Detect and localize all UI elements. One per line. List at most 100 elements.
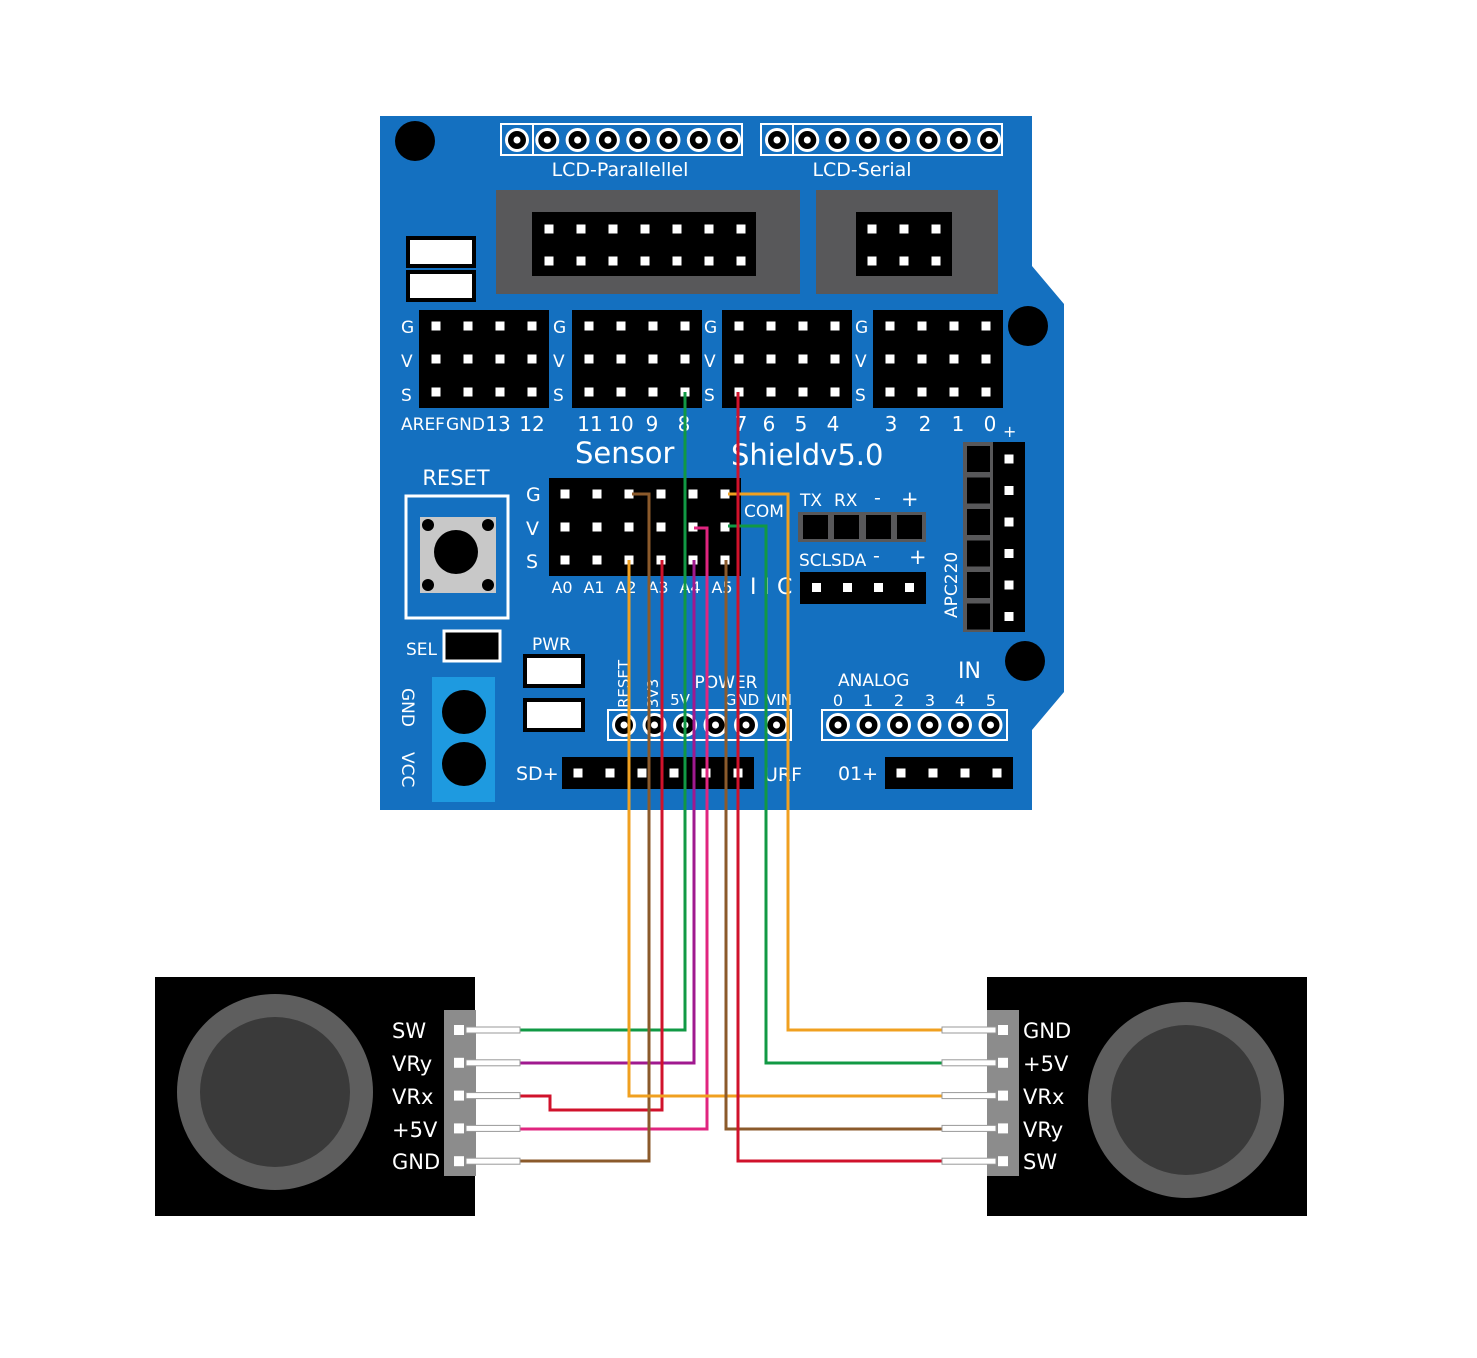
header-pin-hole xyxy=(894,136,902,144)
pin-pad xyxy=(1004,580,1014,590)
row-label-s: S xyxy=(526,551,538,573)
pin-pad xyxy=(616,354,626,364)
digital-pin-labels: AREF GND 13 12 11 10 9 8 7 6 5 4 3 2 1 0 xyxy=(401,412,996,436)
reset-label: RESET xyxy=(422,466,489,490)
reset-button[interactable] xyxy=(404,494,510,620)
pin-pad xyxy=(584,321,594,331)
pin-lead xyxy=(941,1026,997,1034)
pin-pad xyxy=(885,321,895,331)
pin-pad xyxy=(463,387,473,397)
pin-lead xyxy=(465,1124,521,1132)
row-label-s: S xyxy=(855,386,866,406)
pin-label-a4: A4 xyxy=(679,578,700,597)
joystick-module-left: SW VRy VRx +5V GND xyxy=(155,977,521,1216)
analog-row-labels: G V S xyxy=(526,484,541,573)
pin-pad xyxy=(931,256,941,266)
header-pin-hole xyxy=(773,136,781,144)
sd-header xyxy=(562,757,754,789)
pin-label-gnd: GND xyxy=(446,415,485,435)
sensor-shield-board: LCD-Parallellel LCD-Serial G V S xyxy=(380,116,1064,810)
pin-pad xyxy=(454,1156,464,1167)
pin-pad xyxy=(640,224,650,234)
header-pin-hole xyxy=(895,721,903,729)
pin-pad xyxy=(527,354,537,364)
pin-pad xyxy=(454,1090,464,1101)
header-pin-hole xyxy=(926,721,933,729)
header-pin-hole xyxy=(620,721,628,729)
pin-label-a5: A5 xyxy=(711,578,732,597)
pin-pad xyxy=(680,321,690,331)
pin-label-10: 10 xyxy=(608,412,633,436)
pin-pad xyxy=(998,1156,1008,1167)
header-pin-hole xyxy=(574,136,582,144)
o1-label: 01+ xyxy=(838,763,878,785)
pin-pad xyxy=(573,768,583,778)
wires xyxy=(520,392,946,1163)
pin-pad xyxy=(608,224,618,234)
pin-pad xyxy=(431,354,441,364)
header-pin-hole xyxy=(956,721,964,729)
apc220-label: APC220 xyxy=(942,552,962,618)
pin-label-vry: VRy xyxy=(392,1052,432,1076)
header-pin-hole xyxy=(513,136,521,144)
urf-label: URF xyxy=(764,764,802,786)
pin-pad xyxy=(766,321,776,331)
pin-label-vry: VRy xyxy=(1023,1118,1063,1142)
plus-label: + xyxy=(1003,422,1016,441)
pin-pad xyxy=(885,387,895,397)
row-label-s: S xyxy=(704,386,715,406)
lcd-serial-header xyxy=(760,123,1003,156)
wire-right-vry-to-a5 xyxy=(724,560,946,1131)
minus-label: - xyxy=(874,487,881,509)
scl-label: SCL xyxy=(799,551,832,571)
pin-pad xyxy=(928,768,938,778)
jumper-bottom xyxy=(406,270,476,302)
pin-pad xyxy=(867,256,877,266)
pin-label-5v: +5V xyxy=(1023,1052,1069,1076)
pin-pad xyxy=(431,321,441,331)
wire-left-vrx-to-a3 xyxy=(520,560,664,1112)
pin-pad xyxy=(949,387,959,397)
pin-pad xyxy=(949,354,959,364)
pin-pad xyxy=(949,321,959,331)
pin-pad xyxy=(454,1123,464,1134)
row-label-v: V xyxy=(401,352,413,372)
pin-pad xyxy=(798,387,808,397)
lcd-parallel-header xyxy=(500,123,743,156)
pin-label-sw: SW xyxy=(1023,1150,1057,1174)
sel-jumper[interactable] xyxy=(442,629,502,663)
pin-pad xyxy=(495,354,505,364)
pin-lead xyxy=(465,1157,521,1165)
wire-right-vrx-to-a2 xyxy=(627,560,946,1098)
analog-in-label: ANALOG xyxy=(838,671,909,691)
pin-label-a0: A0 xyxy=(551,578,572,597)
pin-pad xyxy=(672,256,682,266)
pin-pad xyxy=(896,768,906,778)
apc-socket xyxy=(967,477,990,504)
pin-pad xyxy=(798,321,808,331)
pin-pad xyxy=(637,768,647,778)
pin-label-4: 4 xyxy=(827,412,840,436)
row-label-g: G xyxy=(401,318,414,338)
tx-label: TX xyxy=(799,491,822,511)
pin-pad xyxy=(830,354,840,364)
header-pin-hole xyxy=(604,136,612,144)
pin-pad xyxy=(1004,517,1014,527)
sel-label: SEL xyxy=(406,640,438,660)
header-pin-hole xyxy=(834,721,842,729)
pin-pad xyxy=(734,321,744,331)
header-pin-hole xyxy=(773,721,780,729)
pin-pad xyxy=(584,354,594,364)
pin-pad xyxy=(734,354,744,364)
vcc-terminal-label: VCC xyxy=(397,752,417,787)
pin-pad xyxy=(544,256,554,266)
wire-right-sw-to-d7 xyxy=(736,392,946,1163)
pin-pad xyxy=(544,224,554,234)
apc220-header: + APC220 xyxy=(942,422,1025,632)
header-pin-hole xyxy=(865,721,872,729)
header-pin-hole xyxy=(987,721,994,729)
header-pin-hole xyxy=(742,721,750,729)
pin-pad xyxy=(560,489,570,499)
pin-pad xyxy=(917,387,927,397)
pin-pad xyxy=(592,555,602,565)
